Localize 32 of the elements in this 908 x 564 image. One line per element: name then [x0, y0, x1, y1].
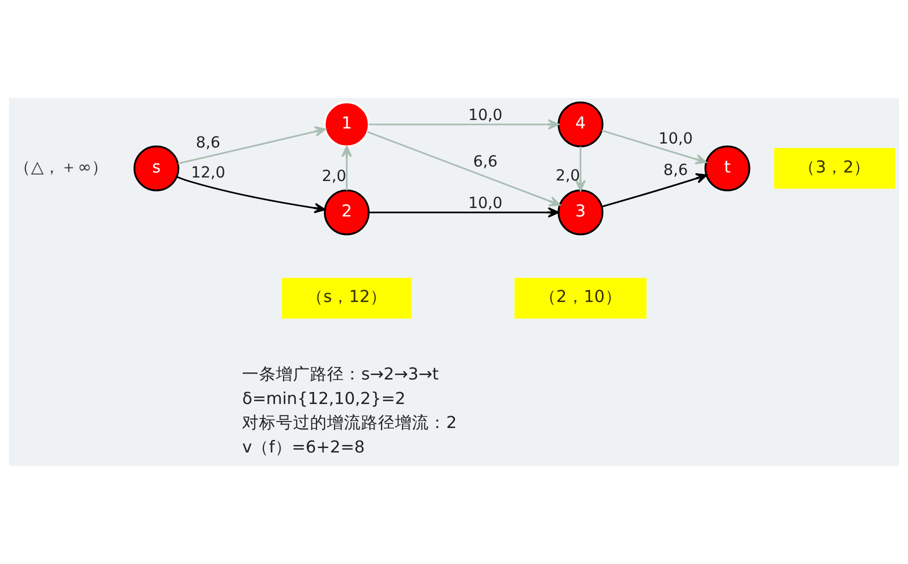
node-circle: 4	[558, 102, 604, 148]
node-circle: s	[134, 146, 180, 192]
node-circle: 3	[558, 190, 604, 236]
edge-label: 10,0	[468, 194, 502, 212]
arrow	[178, 126, 326, 164]
arrow	[368, 207, 560, 218]
node-label: （s，12）	[306, 287, 388, 306]
edge-label: 10,0	[468, 106, 502, 124]
node-label: （△，＋∞）	[14, 157, 108, 176]
arrow	[367, 131, 561, 206]
node-label: （3，2）	[798, 157, 871, 176]
edge-label: 8,6	[663, 161, 688, 180]
node-label: （2，10）	[539, 287, 622, 306]
arrow	[601, 130, 707, 164]
node-circle: 1	[324, 102, 370, 148]
label: 一条增广路径：s→2→3→t	[242, 364, 439, 384]
arrow	[341, 146, 352, 190]
edge-label: 12,0	[190, 163, 226, 182]
label: 对标号过的增流路径增流：2	[242, 413, 457, 432]
edge-label: 2,0	[556, 166, 580, 185]
node-circle: 2	[324, 190, 370, 236]
arrow	[176, 176, 326, 214]
label: v（f）=6+2=8	[242, 437, 365, 456]
arrow	[602, 173, 708, 208]
arrow	[575, 146, 586, 192]
arrow	[368, 119, 560, 130]
edge-label: 8,6	[196, 134, 220, 152]
edge-label: 2,0	[322, 167, 346, 186]
edge-label: 10,0	[658, 129, 693, 148]
label: δ=min{12,10,2}=2	[242, 388, 406, 408]
edge-label: 6,6	[473, 152, 498, 170]
node-circle: t	[704, 146, 750, 192]
